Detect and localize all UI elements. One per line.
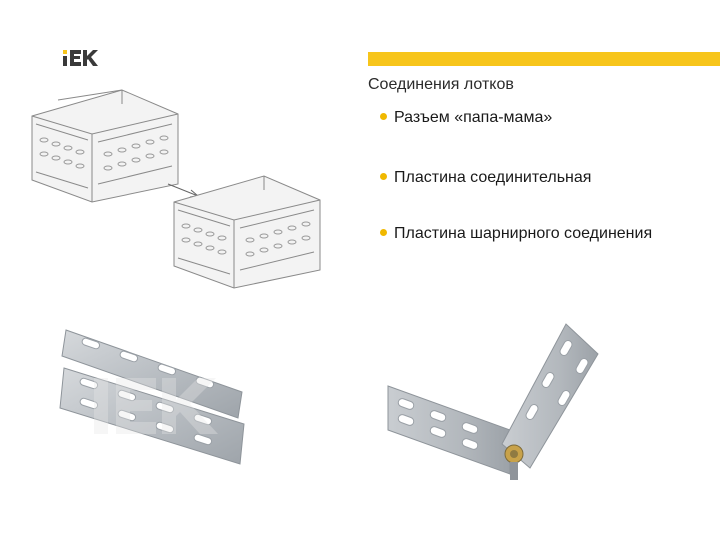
slide-title: Соединения лотков <box>368 76 514 93</box>
bullet-item: Разъем «папа-мама» <box>378 108 698 128</box>
hinge-plate-icon <box>387 323 599 480</box>
bullet-text: Разъем «папа-мама» <box>394 109 553 126</box>
cable-tray-drawing-icon <box>31 89 321 289</box>
bullet-dot-icon <box>380 113 387 120</box>
bullet-item: Пластина шарнирного соединения <box>378 224 698 244</box>
bullet-text: Пластина шарнирного соединения <box>394 225 653 242</box>
connecting-plates-icon <box>59 329 245 465</box>
bullet-dot-icon <box>380 173 387 180</box>
bullet-dot-icon <box>380 229 387 236</box>
iek-logo <box>63 50 98 66</box>
bullet-item: Пластина соединительная <box>378 168 698 188</box>
accent-bar <box>368 52 720 66</box>
iek-watermark <box>94 378 218 434</box>
bullet-text: Пластина соединительная <box>394 169 592 186</box>
